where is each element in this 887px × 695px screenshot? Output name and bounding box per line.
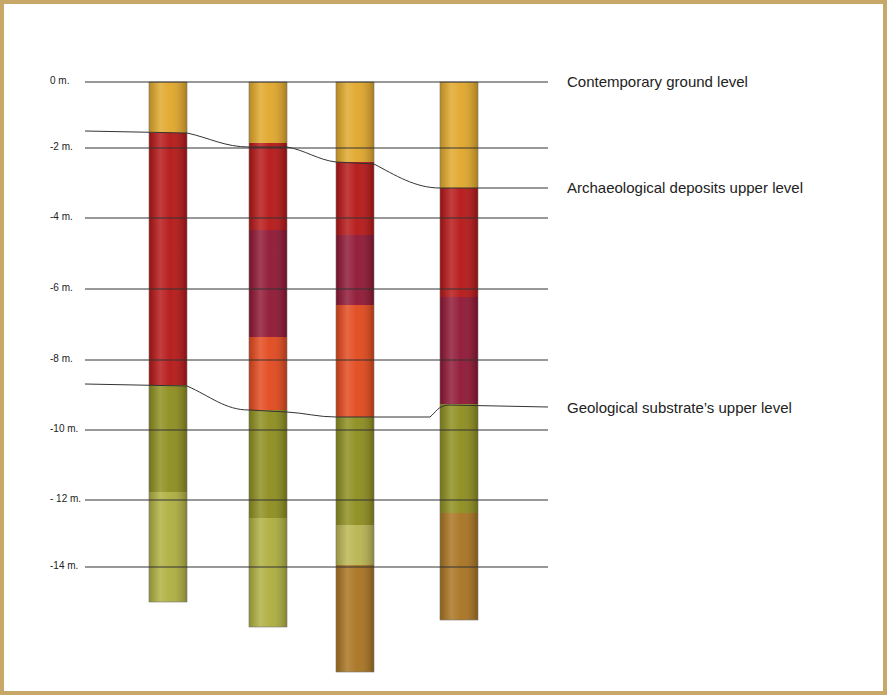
level-label: Contemporary ground level bbox=[567, 74, 748, 89]
column-shading bbox=[149, 82, 187, 602]
depth-label: -8 m. bbox=[48, 354, 75, 364]
column-shading bbox=[440, 82, 478, 620]
depth-label: -4 m. bbox=[48, 212, 75, 222]
depth-label: -10 m. bbox=[48, 424, 80, 434]
geological-level-line bbox=[85, 384, 548, 417]
depth-lines bbox=[85, 82, 548, 567]
column-shading bbox=[249, 82, 287, 627]
level-label: Archaeological deposits upper level bbox=[567, 180, 803, 195]
archaeological-level-line bbox=[85, 131, 548, 188]
depth-label: -2 m. bbox=[48, 142, 75, 152]
borehole-columns bbox=[149, 82, 478, 672]
depth-label: -14 m. bbox=[48, 561, 80, 571]
depth-label: -6 m. bbox=[48, 283, 75, 293]
depth-label: - 12 m. bbox=[48, 494, 83, 504]
level-label: Geological substrate’s upper level bbox=[567, 400, 792, 415]
depth-label: 0 m. bbox=[48, 76, 71, 86]
column-shading bbox=[336, 82, 374, 672]
